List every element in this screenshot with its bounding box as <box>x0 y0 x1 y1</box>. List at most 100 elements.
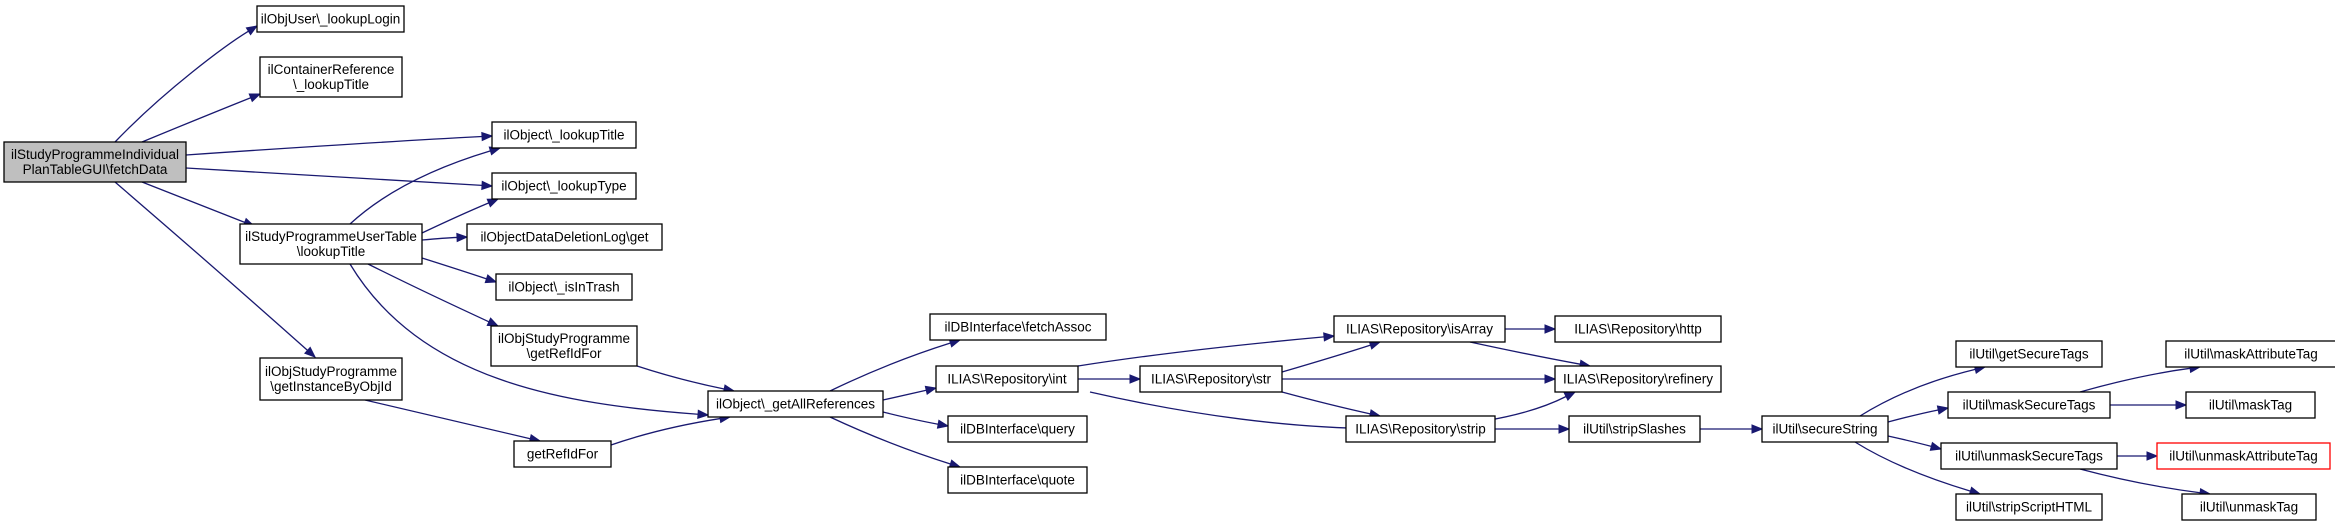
node-maskSecureTags[interactable]: ilUtil\maskSecureTags <box>1947 391 2111 419</box>
node-secureString[interactable]: ilUtil\secureString <box>1761 415 1889 443</box>
node-deletionLogGet[interactable]: ilObjectDataDeletionLog\get <box>466 223 663 251</box>
node-containerLookupTitle[interactable]: ilContainerReference\_lookupTitle <box>259 56 403 98</box>
edge-userTableLookupTitle-to-getRefIdForClass <box>367 263 500 327</box>
edge-line <box>185 167 483 187</box>
edge-line <box>636 365 725 390</box>
node-box <box>259 357 403 401</box>
edge-line <box>114 30 249 143</box>
node-box <box>929 313 1107 341</box>
arrowhead <box>1751 424 1764 434</box>
edge-line <box>1854 441 1971 492</box>
arrowhead <box>248 93 262 103</box>
arrowhead <box>1323 332 1336 342</box>
arrowhead <box>1563 391 1577 401</box>
node-userTableLookupTitle[interactable]: ilStudyProgrammeUserTable\lookupTitle <box>239 223 423 265</box>
arrowhead <box>245 25 259 36</box>
node-unmaskSecureTags[interactable]: ilUtil\unmaskSecureTags <box>1940 442 2118 470</box>
edge-getAllReferences-to-dbQuery <box>882 411 950 429</box>
edge-line <box>2079 367 2191 393</box>
arrowhead <box>456 232 469 243</box>
node-box <box>707 390 884 418</box>
node-unmaskTag[interactable]: ilUtil\unmaskTag <box>2181 493 2317 521</box>
node-box <box>1955 493 2103 521</box>
node-isInTrash[interactable]: ilObject\_isInTrash <box>495 273 633 301</box>
node-maskAttributeTag[interactable]: ilUtil\maskAttributeTag <box>2165 340 2335 368</box>
node-box <box>2165 340 2335 368</box>
edge-repoStr-to-repoIsArray <box>1281 340 1382 373</box>
node-label-line: ilDBInterface\quote <box>960 473 1075 488</box>
edge-line <box>882 389 927 401</box>
node-fetchData[interactable]: ilStudyProgrammeIndividualPlanTableGUI\f… <box>3 141 187 183</box>
edge-repoIsArray-to-repoHttp <box>1505 324 1557 334</box>
edge-line <box>114 181 308 351</box>
edge-userTableLookupTitle-to-getAllReferences <box>349 263 710 419</box>
node-box <box>1554 315 1722 343</box>
node-repoRefinery[interactable]: ILIAS\Repository\refinery <box>1554 365 1722 393</box>
arrowhead <box>1929 441 1943 451</box>
node-box <box>1947 391 2111 419</box>
node-unmaskAttributeTag[interactable]: ilUtil\unmaskAttributeTag <box>2156 442 2331 470</box>
node-label-line: ilDBInterface\fetchAssoc <box>944 320 1091 335</box>
edge-getRefIdForClass-to-getAllReferences <box>636 365 736 394</box>
node-dbQuery[interactable]: ilDBInterface\query <box>947 415 1088 443</box>
node-box <box>495 273 633 301</box>
node-label-line: ilUtil\maskSecureTags <box>1963 398 2096 413</box>
node-objLookupType[interactable]: ilObject\_lookupType <box>491 172 637 200</box>
node-box <box>1554 365 1722 393</box>
node-repoStrip[interactable]: ILIAS\Repository\strip <box>1345 415 1496 443</box>
node-box <box>1761 415 1889 443</box>
node-getInstanceByObjId[interactable]: ilObjStudyProgramme\getInstanceByObjId <box>259 357 403 401</box>
node-fetchAssoc[interactable]: ilDBInterface\fetchAssoc <box>929 313 1107 341</box>
edge-line <box>421 202 490 234</box>
edge-fetchData-to-getInstanceByObjId <box>114 181 317 358</box>
arrowhead <box>1129 374 1142 384</box>
node-label-line: ILIAS\Repository\strip <box>1355 422 1486 437</box>
node-label-line: ilObjStudyProgramme <box>498 331 630 346</box>
node-label-line: ilObjUser\_lookupLogin <box>261 12 401 27</box>
node-repoStr[interactable]: ILIAS\Repository\str <box>1139 365 1283 393</box>
node-label-line: ilUtil\unmaskSecureTags <box>1955 449 2103 464</box>
node-label-line: ilDBInterface\query <box>960 422 1075 437</box>
call-edges <box>114 25 2212 498</box>
edge-fetchData-to-objLookupTitle <box>185 131 494 156</box>
node-maskTag[interactable]: ilUtil\maskTag <box>2185 391 2316 419</box>
node-box <box>1345 415 1496 443</box>
node-box <box>947 415 1088 443</box>
edge-line <box>829 416 951 465</box>
node-box <box>1955 340 2103 368</box>
node-getRefIdForClass[interactable]: ilObjStudyProgramme\getRefIdFor <box>490 325 638 367</box>
node-objLookupTitle[interactable]: ilObject\_lookupTitle <box>491 121 637 149</box>
node-label-line: getRefIdFor <box>527 447 599 462</box>
node-box <box>2185 391 2316 419</box>
edge-repoStr-to-repoRefinery <box>1281 374 1557 384</box>
node-label-line: PlanTableGUI\fetchData <box>23 162 168 177</box>
node-repoInt[interactable]: ILIAS\Repository\int <box>935 365 1079 393</box>
edge-maskSecureTags-to-maskAttributeTag <box>2079 363 2202 393</box>
node-stripScriptHTML[interactable]: ilUtil\stripScriptHTML <box>1955 493 2103 521</box>
edge-line <box>1887 409 1939 423</box>
edge-line <box>829 342 951 392</box>
arrowhead <box>2146 451 2159 461</box>
node-repoHttp[interactable]: ILIAS\Repository\http <box>1554 315 1722 343</box>
edge-line <box>185 135 483 156</box>
node-getRefIdFor[interactable]: getRefIdFor <box>513 440 612 468</box>
node-stripSlashes[interactable]: ilUtil\stripSlashes <box>1568 415 1701 443</box>
edge-repoIsArray-to-repoRefinery <box>1469 341 1592 369</box>
arrowhead <box>486 317 500 327</box>
edge-getAllReferences-to-fetchAssoc <box>829 338 962 392</box>
node-label-line: ilObjStudyProgramme <box>265 364 397 379</box>
node-label-line: ILIAS\Repository\refinery <box>1563 372 1713 387</box>
node-getAllReferences[interactable]: ilObject\_getAllReferences <box>707 390 884 418</box>
edge-secureString-to-unmaskSecureTags <box>1887 435 1943 451</box>
node-box <box>1940 442 2118 470</box>
node-label-line: ilObject\_lookupType <box>501 179 626 194</box>
node-dbQuote[interactable]: ilDBInterface\quote <box>947 466 1088 494</box>
node-getSecureTags[interactable]: ilUtil\getSecureTags <box>1955 340 2103 368</box>
edge-line <box>421 257 487 280</box>
edge-unmaskSecureTags-to-unmaskTag <box>2079 468 2212 498</box>
node-label-line: ilUtil\getSecureTags <box>1969 347 2089 362</box>
edge-line <box>349 263 699 415</box>
node-lookupLogin[interactable]: ilObjUser\_lookupLogin <box>256 5 405 33</box>
node-repoIsArray[interactable]: ILIAS\Repository\isArray <box>1333 315 1506 343</box>
node-label-line: \lookupTitle <box>297 244 366 259</box>
